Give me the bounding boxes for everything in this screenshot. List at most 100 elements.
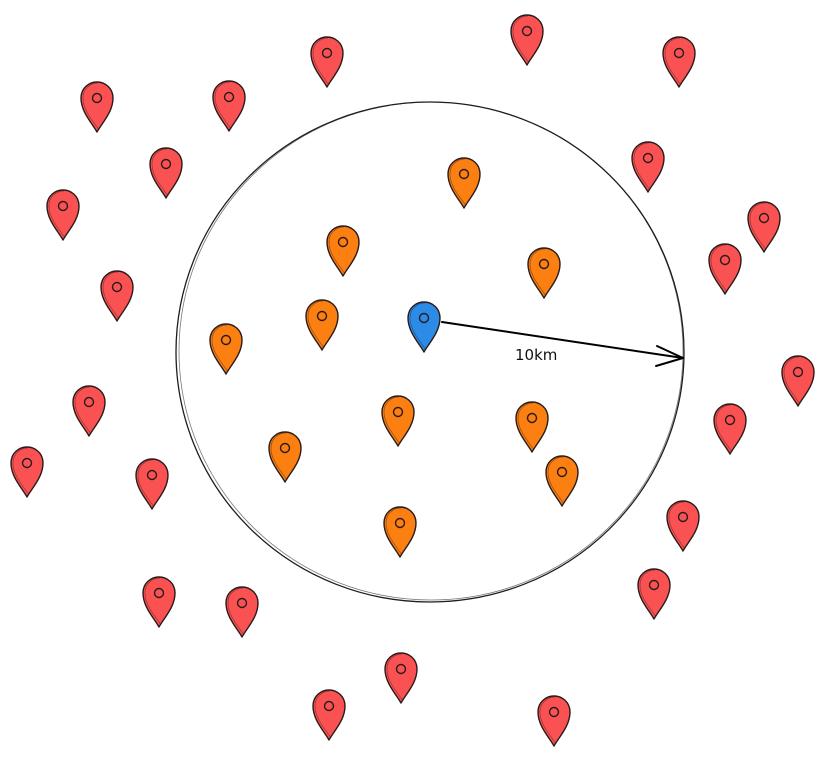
outside-location-pin-icon-sketch-line bbox=[386, 653, 404, 702]
outside-location-pin-icon-hole bbox=[758, 212, 770, 224]
outside-location-pin-icon bbox=[781, 355, 815, 407]
outside-location-pin-icon bbox=[631, 141, 665, 193]
nearby-location-pin-icon bbox=[383, 506, 417, 558]
outside-location-pin-icon-hole bbox=[91, 92, 103, 104]
center-pin-group bbox=[407, 301, 441, 353]
outside-location-pin-icon bbox=[80, 81, 114, 133]
outside-location-pin-icon bbox=[10, 446, 44, 498]
center-location-pin-icon bbox=[407, 301, 441, 353]
nearby-location-pin-icon bbox=[515, 401, 549, 453]
nearby-location-pin-icon bbox=[545, 455, 579, 507]
outside-location-pin-icon-sketch-line bbox=[214, 81, 232, 130]
outside-location-pin-icon-sketch-line bbox=[144, 577, 162, 626]
nearby-location-pin-icon-hole bbox=[458, 168, 470, 180]
nearby-location-pin-icon-sketch-line bbox=[383, 396, 401, 445]
nearby-location-pin-icon-hole bbox=[394, 517, 406, 529]
outside-location-pin-icon bbox=[310, 36, 344, 88]
outside-location-pin-icon-hole bbox=[160, 158, 172, 170]
outside-location-pin-icon-hole bbox=[236, 597, 248, 609]
outside-location-pin-icon bbox=[225, 586, 259, 638]
outside-location-pin-icon bbox=[142, 576, 176, 628]
outside-location-pin-icon-hole bbox=[677, 511, 689, 523]
outside-location-pin-icon-sketch-line bbox=[12, 447, 30, 496]
outside-location-pin-icon-sketch-line bbox=[664, 37, 682, 86]
nearby-location-pin-icon bbox=[326, 225, 360, 277]
nearby-location-pin-icon-sketch-line bbox=[328, 226, 346, 275]
nearby-location-pin-icon-sketch-line bbox=[517, 402, 535, 451]
outside-location-pin-icon-sketch-line bbox=[82, 82, 100, 131]
outside-location-pin-icon-sketch-line bbox=[539, 696, 557, 745]
outside-location-pin-icon-hole bbox=[642, 152, 654, 164]
outside-location-pin-icon bbox=[135, 458, 169, 510]
outside-location-pin-icon bbox=[537, 695, 571, 747]
outside-location-pin-icon-hole bbox=[648, 579, 660, 591]
nearby-location-pin-icon-sketch-line bbox=[547, 456, 565, 505]
outside-location-pin-icon-sketch-line bbox=[512, 15, 530, 64]
outside-location-pin-icon-sketch-line bbox=[710, 244, 728, 293]
nearby-location-pin-icon-sketch-line bbox=[307, 300, 325, 349]
nearby-location-pin-icon bbox=[381, 395, 415, 447]
outside-location-pin-icon-hole bbox=[395, 663, 407, 675]
nearby-location-pin-icon-hole bbox=[337, 236, 349, 248]
nearby-location-pin-icon-hole bbox=[392, 406, 404, 418]
nearby-location-pin-icon-hole bbox=[526, 412, 538, 424]
outside-location-pin-icon-hole bbox=[719, 254, 731, 266]
outside-location-pin-icon bbox=[312, 689, 346, 741]
nearby-location-pin-icon-sketch-line bbox=[385, 507, 403, 556]
nearby-location-pin-icon-sketch-line bbox=[211, 324, 229, 373]
outside-location-pin-icon-hole bbox=[153, 587, 165, 599]
outside-location-pin-icon-hole bbox=[792, 366, 804, 378]
nearby-location-pin-icon-sketch-line bbox=[529, 248, 547, 297]
outside-location-pin-icon-sketch-line bbox=[314, 690, 332, 739]
outside-location-pin-icon-hole bbox=[724, 414, 736, 426]
outside-location-pin-icon bbox=[212, 80, 246, 132]
outside-pins-group bbox=[10, 14, 815, 747]
nearby-location-pin-icon-hole bbox=[538, 258, 550, 270]
outside-location-pin-icon-sketch-line bbox=[74, 386, 92, 435]
outside-location-pin-icon-hole bbox=[83, 396, 95, 408]
nearby-location-pin-icon-sketch-line bbox=[449, 158, 467, 207]
outside-location-pin-icon bbox=[46, 189, 80, 241]
outside-location-pin-icon-sketch-line bbox=[312, 37, 330, 86]
nearby-location-pin-icon-hole bbox=[556, 466, 568, 478]
outside-location-pin-icon-hole bbox=[321, 47, 333, 59]
outside-location-pin-icon-hole bbox=[323, 700, 335, 712]
outside-location-pin-icon-sketch-line bbox=[639, 569, 657, 618]
nearby-location-pin-icon bbox=[268, 431, 302, 483]
nearby-location-pin-icon bbox=[209, 323, 243, 375]
outside-location-pin-icon-sketch-line bbox=[749, 202, 767, 251]
outside-location-pin-icon-hole bbox=[57, 200, 69, 212]
outside-location-pin-icon bbox=[708, 243, 742, 295]
outside-location-pin-icon-sketch-line bbox=[227, 587, 245, 636]
outside-location-pin-icon-sketch-line bbox=[633, 142, 651, 191]
outside-location-pin-icon-hole bbox=[146, 469, 158, 481]
nearby-location-pin-icon bbox=[305, 299, 339, 351]
outside-location-pin-icon bbox=[713, 403, 747, 455]
nearby-location-pin-icon bbox=[527, 247, 561, 299]
outside-location-pin-icon-hole bbox=[21, 457, 33, 469]
outside-location-pin-icon-sketch-line bbox=[783, 356, 801, 405]
outside-location-pin-icon bbox=[747, 201, 781, 253]
nearby-location-pin-icon-hole bbox=[220, 334, 232, 346]
outside-location-pin-icon bbox=[72, 385, 106, 437]
outside-location-pin-icon-hole bbox=[673, 47, 685, 59]
outside-location-pin-icon-hole bbox=[548, 706, 560, 718]
radius-label: 10km bbox=[515, 346, 557, 364]
inside-pins-group bbox=[209, 157, 579, 558]
search-radius-circle bbox=[175, 101, 685, 603]
outside-location-pin-icon bbox=[666, 500, 700, 552]
outside-location-pin-icon-sketch-line bbox=[668, 501, 686, 550]
outside-location-pin-icon-sketch-line bbox=[715, 404, 733, 453]
radius-arrow bbox=[441, 321, 684, 367]
outside-location-pin-icon-sketch-line bbox=[151, 148, 169, 197]
nearby-location-pin-icon-hole bbox=[279, 442, 291, 454]
outside-location-pin-icon bbox=[662, 36, 696, 88]
nearby-location-pin-icon-hole bbox=[316, 310, 328, 322]
center-location-pin-icon-hole bbox=[418, 312, 430, 324]
outside-location-pin-icon bbox=[100, 270, 134, 322]
outside-location-pin-icon-sketch-line bbox=[102, 271, 120, 320]
outside-location-pin-icon-hole bbox=[111, 281, 123, 293]
outside-location-pin-icon-hole bbox=[223, 91, 235, 103]
outside-location-pin-icon bbox=[510, 14, 544, 66]
